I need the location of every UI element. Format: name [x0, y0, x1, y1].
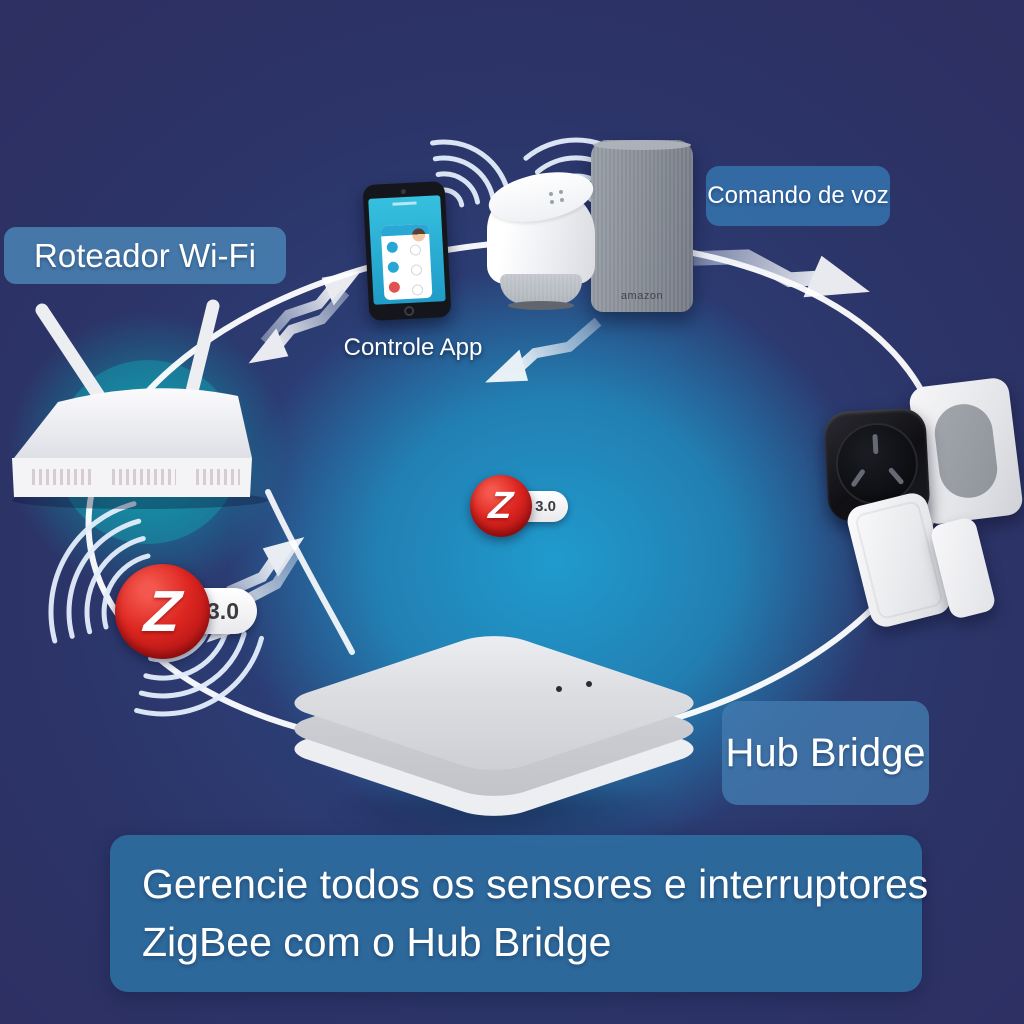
google-home-speaker: [484, 164, 598, 312]
hub-bridge-label: Hub Bridge: [722, 701, 929, 805]
wifi-waves-zigbee-lower: [134, 621, 264, 717]
caption-panel: Gerencie todos os sensores e interruptor…: [110, 835, 928, 992]
google-home-foot: [508, 301, 574, 310]
router-top-face: [14, 388, 252, 458]
app-button-red: [388, 281, 401, 293]
amazon-echo-speaker: amazon: [591, 140, 693, 312]
app-button-blue: [387, 261, 400, 274]
voice-command-label: Comando de voz: [706, 166, 890, 226]
hub-led: [556, 686, 562, 692]
google-home-led-dots: [549, 192, 553, 196]
app-card: [380, 223, 433, 301]
hub-led: [586, 681, 592, 687]
wifi-router-illustration: [12, 299, 268, 509]
router-hub-cable: [265, 489, 355, 655]
app-button-blue: [386, 241, 399, 254]
google-home-fabric-base: [500, 274, 582, 304]
phone-home-button: [403, 305, 415, 317]
wifi-waves-zigbee-upper: [48, 501, 151, 644]
socket-slot: [850, 468, 866, 488]
zigbee-version-text: 3.0: [207, 597, 239, 624]
zigbee-badge-left: 3.0 Z: [115, 564, 260, 660]
app-button-white: [409, 244, 422, 256]
caption-line-2: ZigBee com o Hub Bridge: [142, 919, 612, 965]
caption-line-1: Gerencie todos os sensores e interruptor…: [142, 861, 929, 907]
smartphone: [362, 180, 452, 322]
zigbee-logo-disc: Z: [115, 564, 210, 659]
phone-screen-title-bar: [392, 201, 417, 206]
app-avatar: [411, 228, 426, 242]
lightning-arrow-voice-to-devices: [691, 224, 876, 314]
socket-slot: [872, 433, 879, 455]
lightning-arrow-speaker-to-hub: [479, 316, 609, 397]
router-front-face: [12, 458, 252, 497]
zigbee-version-text: 3.0: [535, 498, 556, 515]
phone-screen: [368, 195, 446, 305]
zigbee-badge-center: 3.0 Z: [470, 475, 570, 539]
socket-slot: [887, 466, 905, 486]
echo-top: [593, 140, 691, 150]
router-label: Roteador Wi-Fi: [4, 227, 286, 284]
zigbee-z-letter: Z: [487, 485, 515, 527]
app-control-label: Controle App: [343, 334, 483, 361]
smart-button-sensor-pad: [931, 400, 1001, 502]
app-button-white: [411, 284, 424, 296]
zigbee-z-letter: Z: [141, 578, 184, 644]
app-button-white: [410, 264, 423, 276]
phone-camera-dot: [400, 188, 407, 195]
door-sensor-face: [853, 499, 945, 621]
echo-brand-text: amazon: [620, 290, 664, 302]
zigbee-logo-disc: Z: [470, 475, 532, 537]
